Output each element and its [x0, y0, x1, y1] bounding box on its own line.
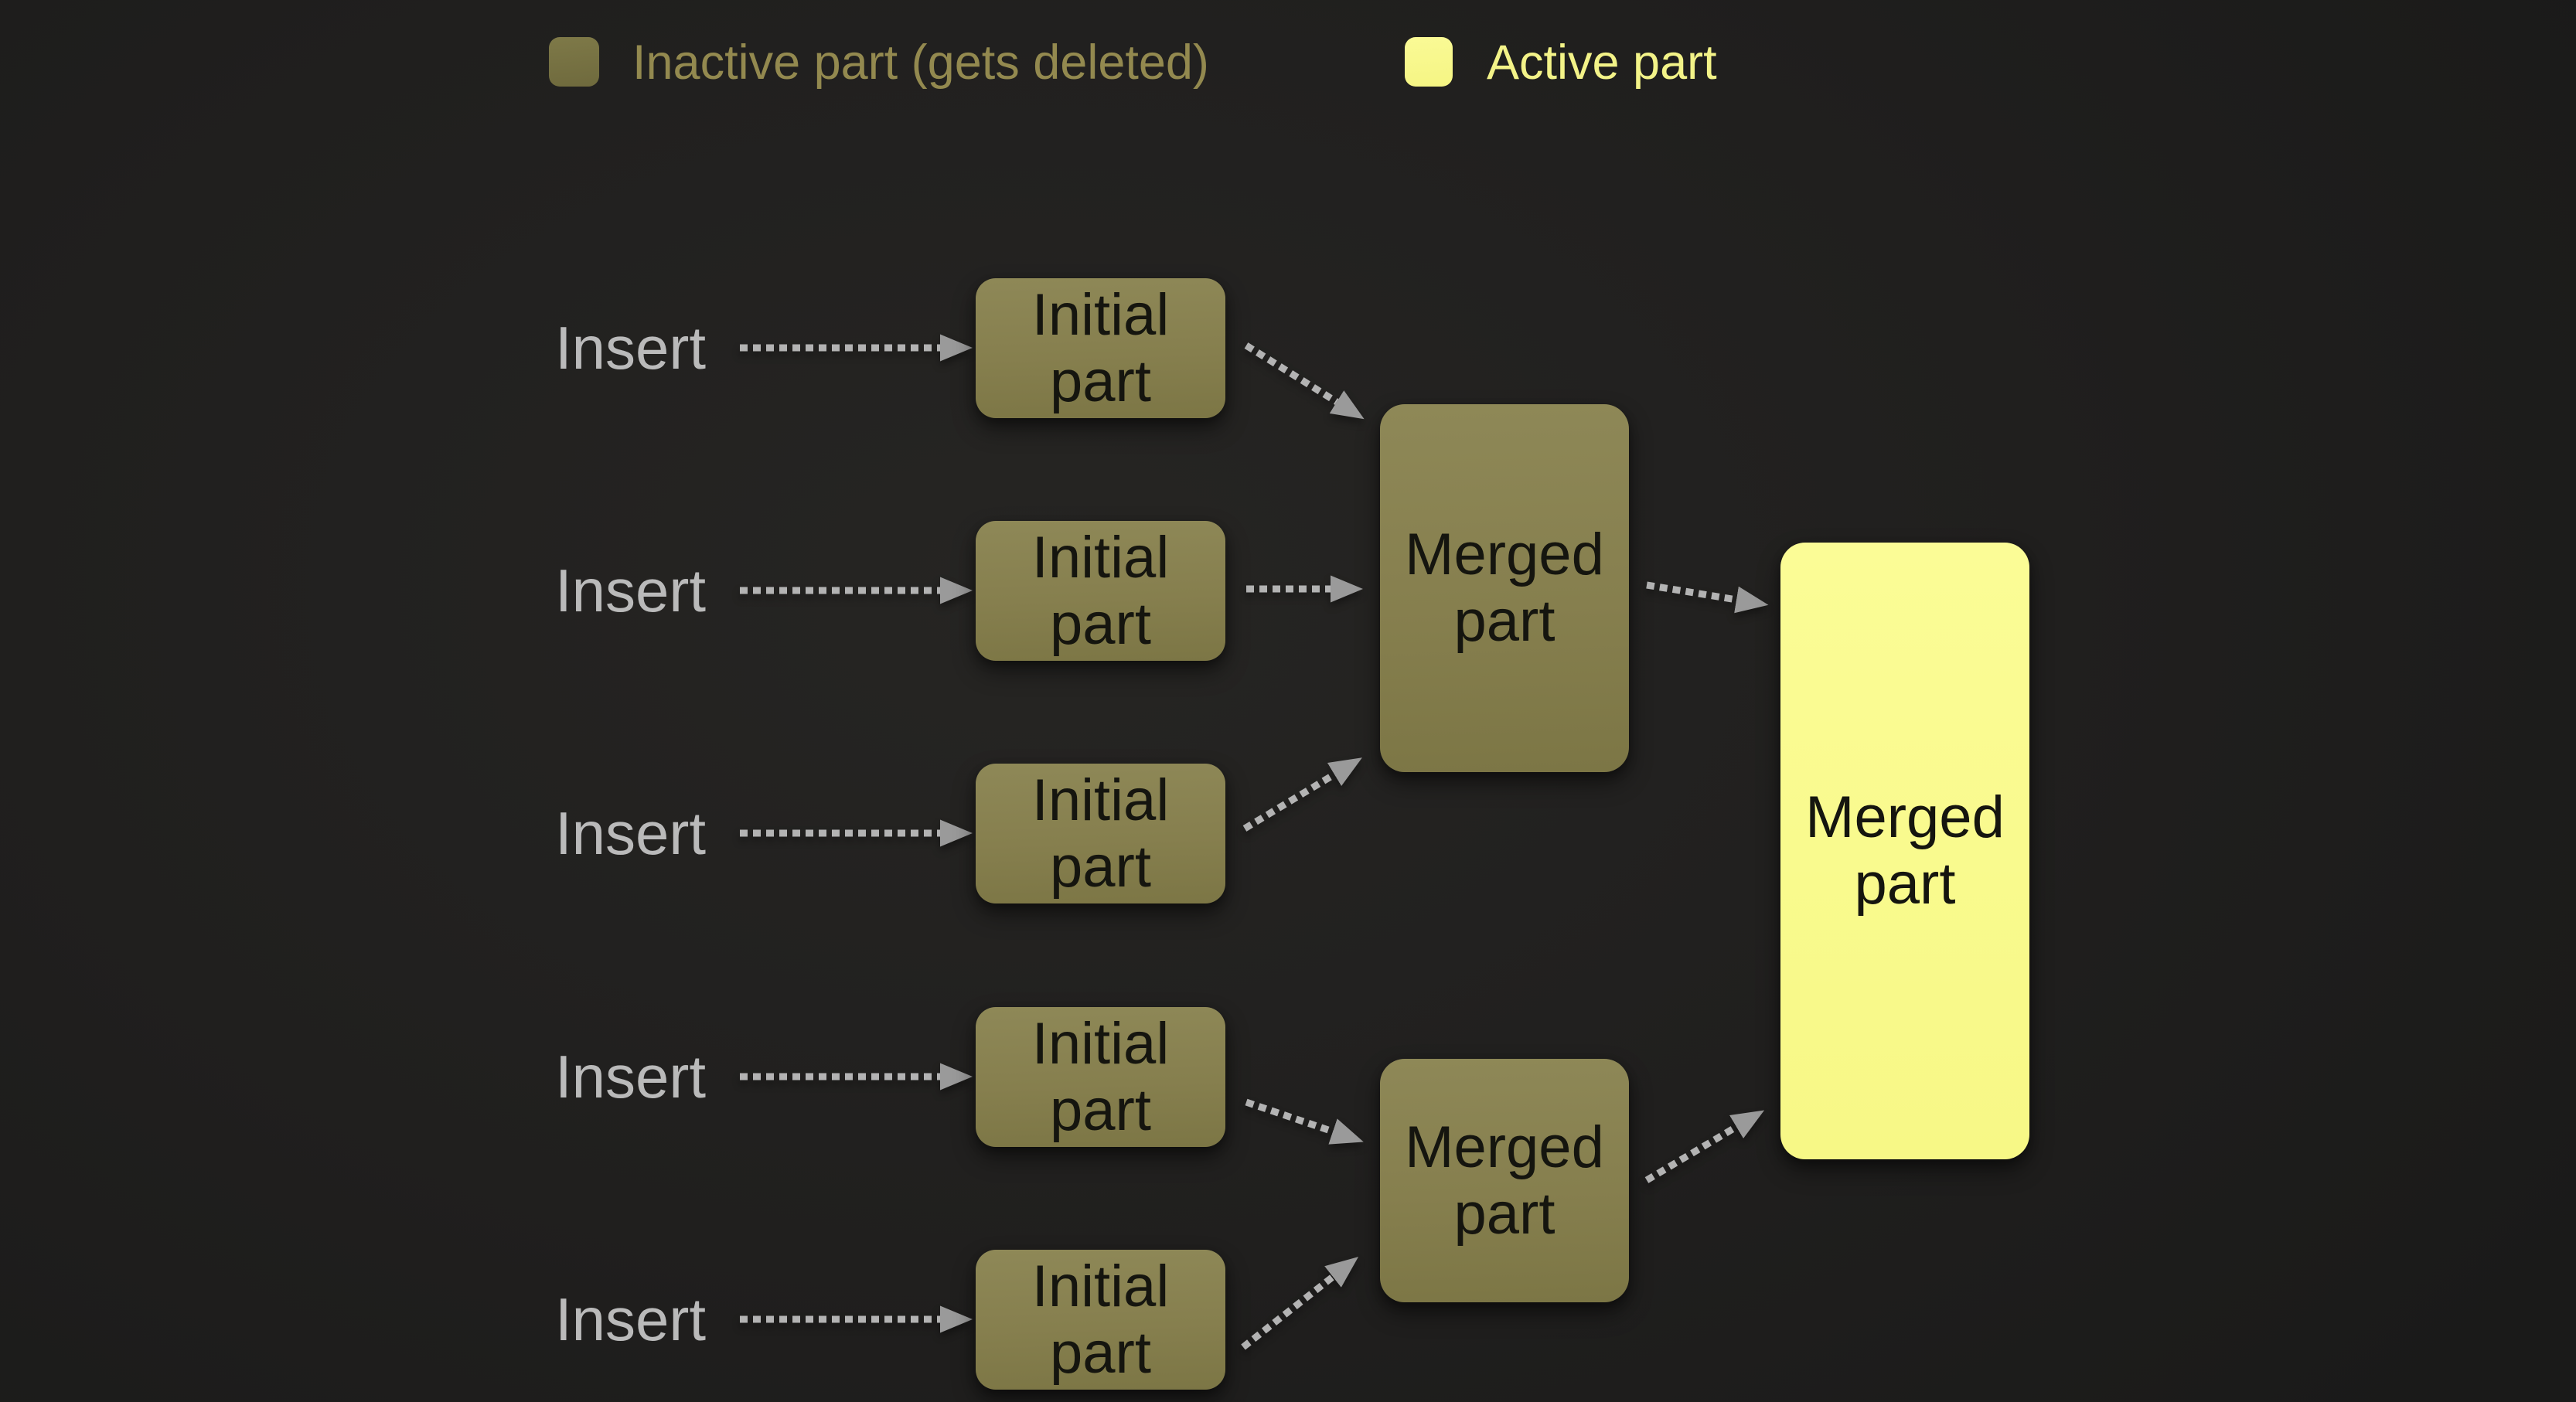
node-merged-part-upper: Merged part [1380, 404, 1629, 772]
node-initial-part-1: Initial part [976, 278, 1225, 418]
node-merged-part-final-active: Merged part [1780, 543, 2029, 1159]
node-label: Merged part [1405, 1114, 1604, 1247]
node-initial-part-4: Initial part [976, 1007, 1225, 1147]
insert-label-3: Insert [555, 799, 707, 867]
node-initial-part-5: Initial part [976, 1250, 1225, 1390]
node-label: Initial part [1031, 1253, 1170, 1386]
node-label: Merged part [1405, 522, 1604, 654]
arrow-initial4-merged2 [1245, 1098, 1364, 1145]
insert-label-4: Insert [555, 1043, 707, 1111]
node-label: Initial part [1031, 767, 1170, 900]
legend-label-inactive: Inactive part (gets deleted) [632, 36, 1209, 90]
node-label: Initial part [1031, 1010, 1170, 1143]
insert-label-5: Insert [555, 1285, 707, 1353]
node-merged-part-lower: Merged part [1380, 1059, 1629, 1302]
legend-label-active: Active part [1487, 36, 1717, 90]
arrow-initial5-merged2 [1241, 1257, 1359, 1350]
node-label: Initial part [1031, 281, 1170, 414]
node-label: Merged part [1805, 784, 2005, 917]
arrow-initial3-merged1 [1242, 757, 1362, 832]
legend-swatch-active [1405, 37, 1453, 87]
legend-swatch-inactive [549, 37, 599, 87]
node-initial-part-2: Initial part [976, 521, 1225, 661]
node-label: Initial part [1031, 524, 1170, 657]
node-initial-part-3: Initial part [976, 764, 1225, 903]
insert-label-2: Insert [555, 556, 707, 624]
arrow-initial1-merged1 [1244, 342, 1365, 420]
arrow-merged1-final [1646, 581, 1769, 614]
arrow-merged2-final [1644, 1110, 1765, 1183]
insert-label-1: Insert [555, 314, 707, 382]
